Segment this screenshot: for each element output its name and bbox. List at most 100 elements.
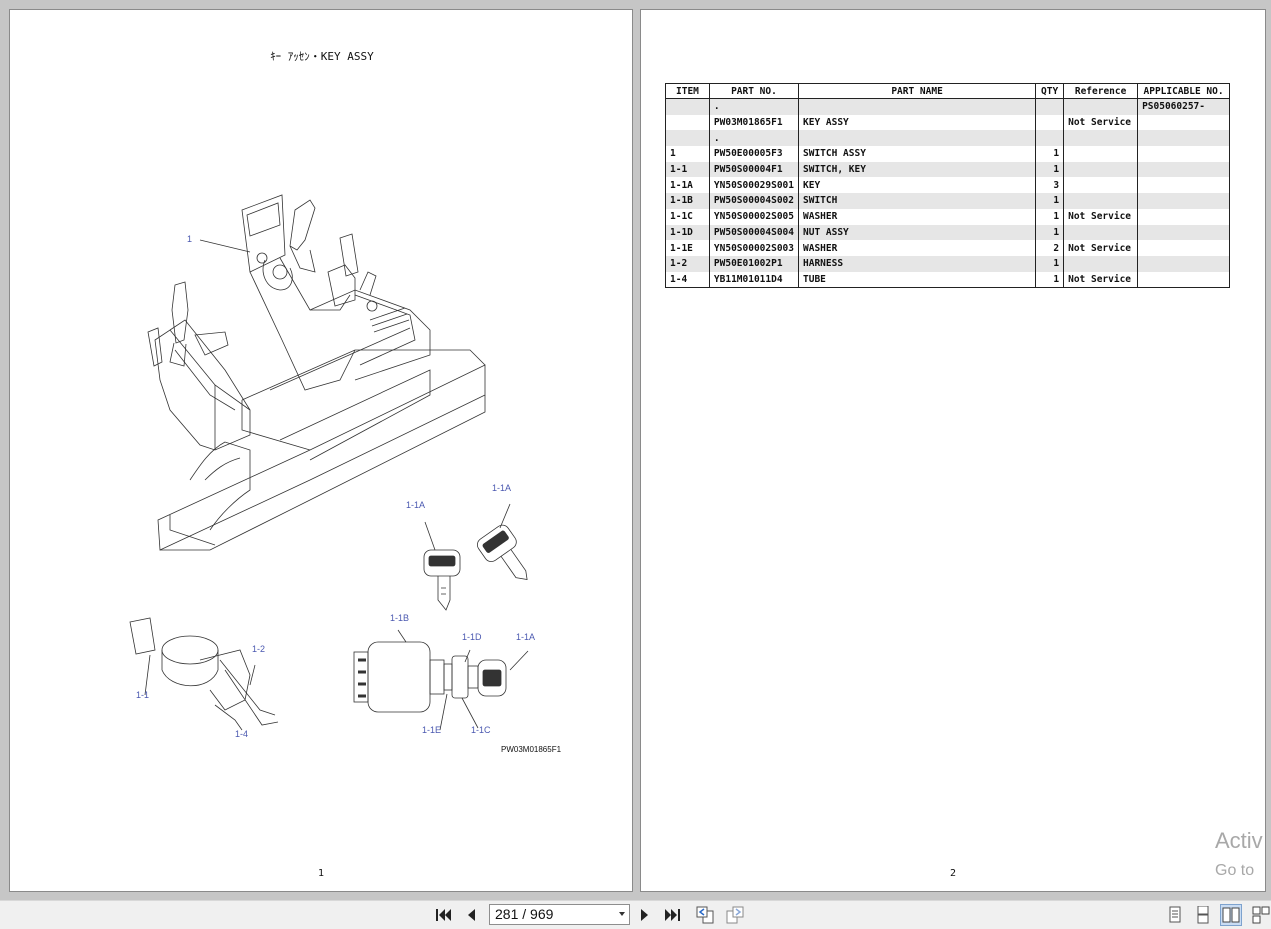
cell-item — [665, 130, 710, 147]
table-row: 1-2 PW50E01002P1 HARNESS 1 — [665, 255, 1230, 272]
navigation-toolbar: 281 / 969 — [0, 900, 1271, 929]
cell-part-name: TUBE — [797, 271, 1037, 288]
cell-applicable-no — [1137, 177, 1230, 194]
table-row: PW03M01865F1 KEY ASSY Not Service — [665, 114, 1230, 131]
cell-reference: Not Service — [1063, 271, 1139, 288]
table-row: 1-1E YN50S00002S003 WASHER 2 Not Service — [665, 240, 1230, 256]
cell-item: 1 — [665, 146, 710, 162]
parts-table: ITEM PART NO. PART NAME QTY Reference AP… — [665, 83, 1230, 289]
prev-page-button[interactable] — [460, 904, 482, 926]
table-header-row: ITEM PART NO. PART NAME QTY Reference AP… — [665, 83, 1230, 99]
callout-1-2: 1-2 — [252, 644, 265, 654]
cell-part-name: HARNESS — [797, 255, 1037, 272]
table-row: . — [665, 130, 1230, 147]
callout-1-1e: 1-1E — [422, 725, 441, 735]
back-view-icon — [696, 906, 714, 924]
last-page-button[interactable] — [662, 904, 684, 926]
cell-applicable-no — [1137, 208, 1230, 225]
cell-part-name: SWITCH ASSY — [797, 146, 1037, 162]
table-row: . PS05060257- — [665, 98, 1230, 115]
cell-applicable-no — [1137, 130, 1230, 147]
callout-1-1a: 1-1A — [516, 632, 535, 642]
single-page-icon — [1169, 906, 1181, 923]
keys-drawing — [423, 503, 528, 611]
chevron-down-icon — [619, 912, 625, 916]
two-page-view-button[interactable] — [1220, 904, 1242, 926]
right-page: ITEM PART NO. PART NAME QTY Reference AP… — [640, 9, 1266, 892]
cell-item: 1-1D — [665, 224, 710, 241]
col-header-part-name: PART NAME — [797, 83, 1037, 99]
prev-page-icon — [468, 909, 475, 921]
table-row: 1-1D PW50S00004S004 NUT ASSY 1 — [665, 224, 1230, 241]
cell-item: 1-2 — [665, 255, 710, 272]
table-row: 1-1 PW50S00004F1 SWITCH, KEY 1 — [665, 161, 1230, 178]
cell-reference — [1063, 193, 1139, 209]
cell-part-no: YN50S00029S001 — [708, 177, 800, 194]
page-title: ｷｰ ｱｯｾﾝ・KEY ASSY — [270, 50, 374, 63]
cell-reference — [1063, 177, 1139, 194]
col-header-qty: QTY — [1035, 83, 1065, 99]
cell-reference — [1063, 224, 1139, 241]
cell-part-no: PW50E00005F3 — [708, 146, 800, 162]
first-page-icon — [436, 909, 451, 921]
table-row: 1-1B PW50S00004S002 SWITCH 1 — [665, 193, 1230, 209]
cell-item: 1-1 — [665, 161, 710, 178]
continuous-page-icon — [1197, 906, 1209, 924]
last-page-icon — [665, 909, 680, 921]
two-page-continuous-view-button[interactable] — [1250, 904, 1271, 926]
cell-reference: Not Service — [1063, 114, 1139, 131]
left-page: ｷｰ ｱｯｾﾝ・KEY ASSY — [9, 9, 633, 892]
callout-1-4: 1-4 — [235, 729, 248, 739]
key-assy-diagram: 1 1-1A 1-1A 1-1B 1-1D 1-1A 1-2 1-1 1-4 1… — [129, 194, 562, 754]
forward-view-icon — [726, 906, 744, 924]
page-indicator-text: 281 / 969 — [495, 906, 554, 922]
cell-item: 1-4 — [665, 271, 710, 288]
cell-part-name: NUT ASSY — [797, 224, 1037, 241]
col-header-applicable-no: APPLICABLE NO. — [1137, 83, 1230, 99]
callout-1-1a: 1-1A — [492, 483, 511, 493]
cell-part-no: PW50S00004S002 — [708, 193, 800, 209]
cell-item — [665, 114, 710, 131]
cell-reference — [1063, 130, 1139, 147]
continuous-view-button[interactable] — [1192, 904, 1214, 926]
cell-part-name: KEY ASSY — [797, 114, 1037, 131]
key-switch-drawing — [353, 629, 529, 731]
page-number-input[interactable]: 281 / 969 — [489, 904, 630, 925]
activation-watermark-title: Activ — [1215, 828, 1263, 853]
cell-part-no: PW50S00004S004 — [708, 224, 800, 241]
forward-view-button[interactable] — [724, 904, 746, 926]
cell-qty: 1 — [1035, 193, 1065, 209]
cell-applicable-no — [1137, 224, 1230, 241]
table-row: 1 PW50E00005F3 SWITCH ASSY 1 — [665, 146, 1230, 162]
cell-part-no: PW03M01865F1 — [708, 114, 800, 131]
cell-part-name — [797, 98, 1037, 115]
callout-1-1b: 1-1B — [390, 613, 409, 623]
callout-1-1d: 1-1D — [462, 632, 482, 642]
cell-qty — [1035, 130, 1065, 147]
cell-qty: 2 — [1035, 240, 1065, 256]
cell-item: 1-1E — [665, 240, 710, 256]
cell-qty: 1 — [1035, 224, 1065, 241]
next-page-icon — [641, 909, 648, 921]
two-page-icon — [1222, 907, 1240, 923]
single-page-view-button[interactable] — [1164, 904, 1186, 926]
callout-1-1c: 1-1C — [471, 725, 491, 735]
cell-part-name — [797, 130, 1037, 147]
back-view-button[interactable] — [694, 904, 716, 926]
cell-qty — [1035, 98, 1065, 115]
next-page-button[interactable] — [634, 904, 656, 926]
cell-part-no: . — [708, 98, 800, 115]
table-row: 1-1C YN50S00002S005 WASHER 1 Not Service — [665, 208, 1230, 225]
cell-applicable-no — [1137, 161, 1230, 178]
cell-qty: 3 — [1035, 177, 1065, 194]
first-page-button[interactable] — [432, 904, 454, 926]
cell-reference — [1063, 161, 1139, 178]
cell-qty: 1 — [1035, 255, 1065, 272]
cell-qty: 1 — [1035, 146, 1065, 162]
cell-qty — [1035, 114, 1065, 131]
col-header-part-no: PART NO. — [708, 83, 800, 99]
cell-qty: 1 — [1035, 208, 1065, 225]
table-row: 1-1A YN50S00029S001 KEY 3 — [665, 177, 1230, 194]
cell-reference — [1063, 146, 1139, 162]
table-row: 1-4 YB11M01011D4 TUBE 1 Not Service — [665, 271, 1230, 288]
